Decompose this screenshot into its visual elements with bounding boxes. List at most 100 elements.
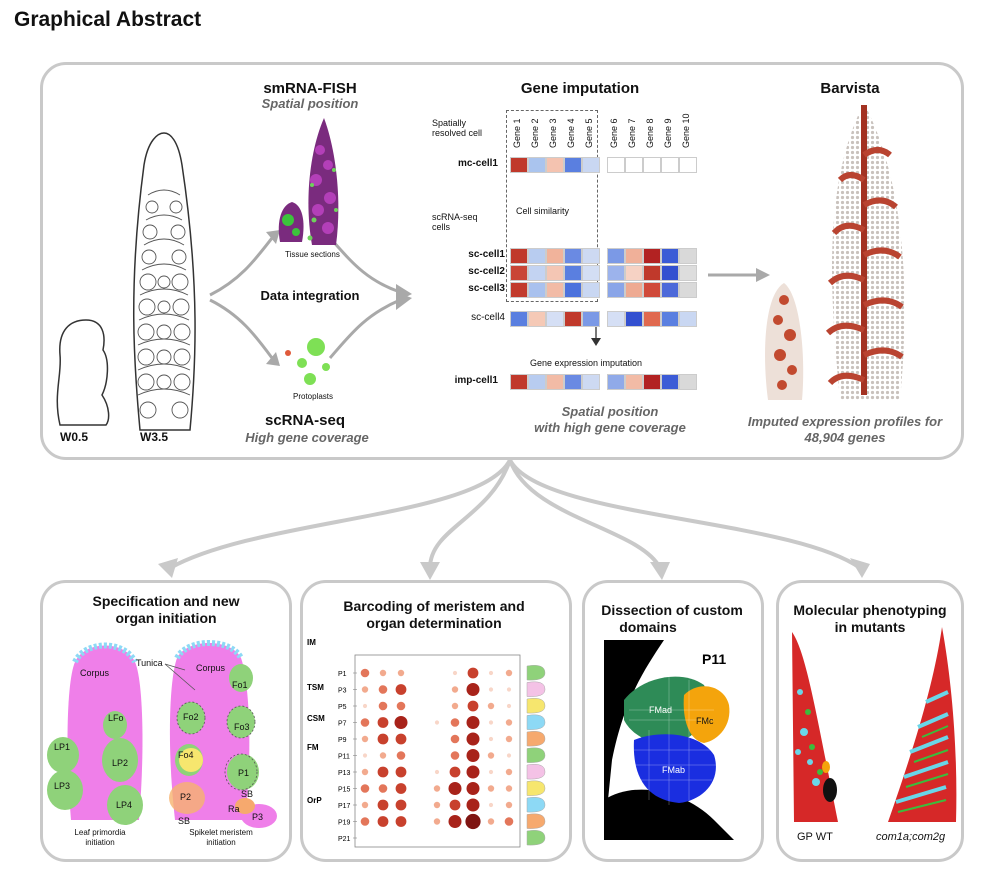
barcode-dot [488,687,494,692]
barcode-dot [466,765,480,779]
barcode-group-label: CSM [307,714,325,723]
heatmap-cell [643,157,661,173]
spec-label-p1: P1 [238,768,250,778]
heatmap-cell [510,157,528,173]
barcode-group-label: OrP [307,796,322,805]
barvista-title: Barvista [820,80,880,97]
heatmap-cell [607,311,625,327]
barcode-dot [397,669,405,677]
barcode-title-1: Barcoding of meristem and [343,598,525,614]
barcode-dot [378,685,388,694]
organ-icon [526,747,546,763]
to-barvista-arrow [708,268,770,282]
barcode-dot [505,785,513,792]
heatmap-cell [546,311,564,327]
heatmap-cell [679,374,697,390]
barcode-dot [377,717,389,728]
barcode-dot [487,818,495,825]
similarity-dashed-box [506,110,598,302]
barcode-dot [505,719,513,726]
heatmap-cell [582,265,600,281]
barcode-dot [377,766,389,778]
barcode-dot [506,753,512,758]
barcode-dot [487,785,495,792]
barcode-dot [362,703,368,709]
barcode-dot [379,752,387,759]
spec-caption-left-1: Leaf primordia [74,828,126,837]
barcode-dot [434,720,440,725]
barcode-dot [394,716,408,729]
fish-subtitle: Spatial position [261,96,359,111]
barcode-dot [361,686,369,693]
barcode-row-label: P11 [338,754,350,761]
heatmap-cell [582,374,600,390]
barcode-dot [361,735,369,743]
barcode-dot [466,716,480,729]
heatmap-cell [643,248,661,264]
barcode-dot [396,701,406,711]
barcode-dot [487,702,495,710]
heatmap-cell [643,265,661,281]
heatmap-row-label: imp-cell1 [454,375,498,386]
heatmap-cell [625,282,643,298]
barcode-dot [395,684,407,695]
organ-icon [526,780,546,796]
heatmap-cell [679,282,697,298]
barcode-dot [488,802,494,808]
barcode-dot [450,718,460,727]
heatmap-cell [546,282,564,298]
heatmap-cell [661,282,679,298]
organ-icon [526,764,546,780]
spec-caption-right-2: initiation [206,838,236,847]
heatmap-row-label: sc-cell4 [471,312,505,323]
heatmap-cell [564,311,582,327]
barcode-dot [433,818,441,825]
organ-icon [526,665,546,681]
barcode-dot [488,769,494,775]
mutants-render [792,627,957,822]
barcode-dot [449,799,461,811]
barcode-dot [506,703,512,709]
heatmap-cell [528,282,546,298]
heatmap-cell [679,265,697,281]
heatmap-cell [625,311,643,327]
barcode-dot [448,782,462,795]
plot-frame [354,654,521,848]
domain-label-fmab: FMab [662,765,685,775]
plastochron-label: P11 [702,651,726,667]
heatmap-cell [643,311,661,327]
barcode-dot [449,766,461,778]
gene-header: Gene 9 [663,118,673,148]
protoplasts-caption: Protoplasts [293,392,334,401]
mutants-title-1: Molecular phenotyping [793,602,947,618]
heatmap-cell [679,248,697,264]
imputation-footer-1: Spatial position [561,404,659,419]
heatmap-cell [546,374,564,390]
barvista-caption-2: 48,904 genes [804,430,886,445]
spec-label-sb1: SB [241,789,254,799]
heatmap-cell [528,157,546,173]
barcode-dot [361,768,369,776]
barcode-dot [377,799,389,811]
barcode-row-label: P7 [338,721,347,728]
gene-header: Gene 4 [566,118,576,148]
imputation-footer-2: with high gene coverage [534,420,686,435]
mutants-title-2: in mutants [834,619,906,635]
scrna-cells-label: scRNA-seq cells [432,212,478,232]
heatmap-cell [607,157,625,173]
barcode-dot [395,783,407,794]
barcode-dot [505,768,513,776]
heatmap-cell [643,374,661,390]
barcode-row-label: P15 [338,787,351,794]
heatmap-cell [546,248,564,264]
heatmap-cell [679,157,697,173]
barcode-dot [506,687,512,692]
gene-header: Gene 7 [627,118,637,148]
barcode-dot [379,669,387,677]
organ-icon [526,698,546,714]
barcode-group-label: IM [307,638,316,647]
heatmap-row-label: sc-cell3 [468,283,505,294]
heatmap-cell [661,374,679,390]
barcode-dot [487,752,495,759]
spec-title-2: organ initiation [115,610,217,626]
